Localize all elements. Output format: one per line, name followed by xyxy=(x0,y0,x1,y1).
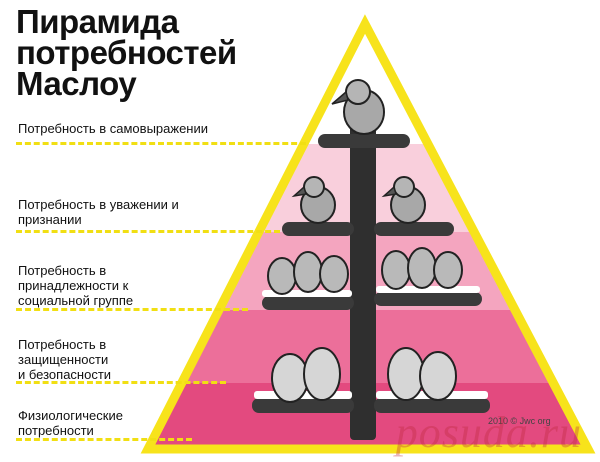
branch-level4-left xyxy=(252,398,354,413)
level-label-esteem: Потребность в уважении и признании xyxy=(18,197,179,227)
bird-top xyxy=(331,79,385,135)
title-line: Маслоу xyxy=(16,65,137,102)
bird-level2-right xyxy=(381,176,426,224)
bird-level2-left xyxy=(291,176,336,224)
level-divider xyxy=(16,142,306,145)
level-label-safety: Потребность в защищенности и безопасност… xyxy=(18,337,112,382)
birds-level4 xyxy=(271,347,457,403)
title-line: Пирамида xyxy=(16,3,179,40)
branch-level2-left xyxy=(282,222,354,236)
level-divider xyxy=(16,308,248,311)
birds-level3 xyxy=(267,247,463,295)
level-label-physiological: Физиологические потребности xyxy=(18,408,123,438)
pyramid-outline xyxy=(140,14,596,454)
level-divider xyxy=(16,438,192,441)
branch-level4-right xyxy=(374,398,490,413)
title-line: потребностей xyxy=(16,34,237,71)
level-divider xyxy=(16,230,280,233)
branch-top xyxy=(318,134,410,148)
branch-level2-right xyxy=(374,222,454,236)
artist-signature: 2010 © Jwc org xyxy=(488,416,551,426)
level-divider xyxy=(16,381,226,384)
level-label-belonging: Потребность в принадлежности к социально… xyxy=(18,263,134,308)
tree-trunk xyxy=(350,120,376,440)
level-label-self-actualization: Потребность в самовыражении xyxy=(18,121,209,136)
branch-level3-left xyxy=(262,296,354,310)
watermark: posuda.ru xyxy=(395,408,582,457)
page-title: Пирамида потребностей Маслоу xyxy=(16,3,237,102)
branch-level3-right xyxy=(374,292,482,306)
